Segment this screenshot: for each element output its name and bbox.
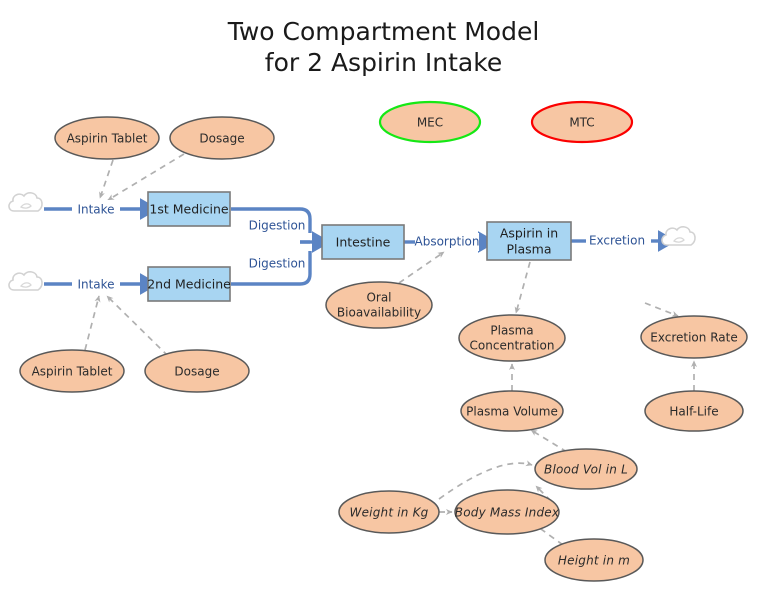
influence-links	[84, 153, 698, 546]
flow-digestion-1	[231, 207, 312, 233]
influence-plasma-to-plasma-concentration	[514, 261, 531, 314]
variable-half-life[interactable]: Half-Life	[644, 390, 744, 432]
flow-label-digestion-2: Digestion	[249, 257, 306, 271]
variable-blood-vol-in-l-label: Blood Vol in L	[544, 463, 628, 477]
influence-dosage-2-to-intake	[106, 295, 169, 357]
stock-intestine-label: Intestine	[336, 235, 391, 250]
source-cloud-1	[8, 192, 43, 212]
flow-label-absorption-text: Absorption	[415, 235, 480, 249]
flow-label-intake-2-text: Intake	[77, 278, 114, 292]
variable-dosage-1[interactable]: Dosage	[169, 116, 275, 160]
page-title: Two Compartment Model for 2 Aspirin Inta…	[0, 16, 767, 78]
variable-aspirin-tablet-2[interactable]: Aspirin Tablet	[19, 349, 125, 393]
variable-height-in-m-label: Height in m	[558, 554, 630, 568]
flow-label-excretion-text: Excretion	[589, 234, 645, 248]
stock-aspirin-in-plasma[interactable]: Aspirin in Plasma	[486, 221, 572, 261]
variable-plasma-concentration[interactable]: Plasma Concentration	[458, 314, 566, 362]
sink-cloud-1	[661, 226, 696, 246]
influence-aspirin-tablet-1-to-intake	[99, 159, 114, 199]
variable-plasma-concentration-line1: Plasma	[490, 324, 533, 338]
variable-blood-vol-in-l[interactable]: Blood Vol in L	[534, 448, 638, 490]
flow-label-intake-1: Intake	[72, 200, 120, 218]
source-cloud-2	[8, 271, 43, 291]
influence-excretion-to-excretion-rate	[644, 302, 679, 317]
variable-oral-bioavailability-line2: Bioavailability	[337, 306, 421, 320]
variable-height-in-m[interactable]: Height in m	[544, 538, 644, 582]
influence-dosage-1-to-intake	[107, 153, 185, 201]
flow-label-intake-1-text: Intake	[77, 203, 114, 217]
variable-dosage-2-label: Dosage	[174, 365, 219, 379]
flow-label-digestion-1: Digestion	[249, 219, 306, 233]
legend-mtc[interactable]: MTC	[530, 100, 634, 144]
variable-aspirin-tablet-1[interactable]: Aspirin Tablet	[54, 116, 160, 160]
stock-aspirin-in-plasma-label-line2: Plasma	[506, 242, 551, 257]
variable-dosage-1-label: Dosage	[199, 132, 244, 146]
influence-aspirin-tablet-2-to-intake	[84, 295, 101, 351]
influence-weight-to-blood-vol	[438, 460, 533, 500]
stock-2nd-medicine-label: 2nd Medicine	[147, 277, 231, 292]
stock-aspirin-in-plasma-label-line1: Aspirin in	[500, 226, 558, 241]
influence-blood-vol-to-plasma-volume	[530, 429, 568, 453]
variable-excretion-rate-label: Excretion Rate	[650, 331, 737, 345]
flow-label-digestion-2-text: Digestion	[249, 257, 306, 271]
flow-label-intake-2: Intake	[72, 275, 120, 293]
legend-mec-label: MEC	[417, 116, 443, 130]
flow-digestion-2	[231, 251, 312, 286]
variable-excretion-rate[interactable]: Excretion Rate	[640, 315, 748, 359]
variable-dosage-2[interactable]: Dosage	[144, 349, 250, 393]
variable-weight-in-kg[interactable]: Weight in Kg	[338, 490, 440, 534]
variable-body-mass-index[interactable]: Body Mass Index	[454, 489, 560, 535]
variable-plasma-concentration-line2: Concentration	[470, 339, 555, 353]
variable-aspirin-tablet-1-label: Aspirin Tablet	[67, 132, 148, 146]
variable-plasma-volume-label: Plasma Volume	[466, 405, 558, 419]
legend-mec[interactable]: MEC	[378, 100, 482, 144]
variable-body-mass-index-label: Body Mass Index	[455, 506, 560, 520]
variable-plasma-volume[interactable]: Plasma Volume	[460, 390, 564, 432]
stock-intestine[interactable]: Intestine	[321, 224, 405, 260]
title-line-2: for 2 Aspirin Intake	[264, 48, 503, 77]
flow-label-absorption: Absorption	[415, 233, 480, 251]
variable-oral-bioavailability[interactable]: Oral Bioavailability	[325, 281, 433, 329]
stock-1st-medicine[interactable]: 1st Medicine	[147, 191, 231, 227]
stock-2nd-medicine[interactable]: 2nd Medicine	[147, 266, 231, 302]
variable-aspirin-tablet-2-label: Aspirin Tablet	[32, 365, 113, 379]
legend-mtc-label: MTC	[569, 116, 594, 130]
stock-1st-medicine-label: 1st Medicine	[149, 202, 228, 217]
flow-label-excretion: Excretion	[586, 232, 648, 250]
variable-weight-in-kg-label: Weight in Kg	[350, 506, 429, 520]
influence-oral-bioavailability-to-absorption	[398, 251, 445, 284]
flow-label-digestion-1-text: Digestion	[249, 219, 306, 233]
variable-oral-bioavailability-line1: Oral	[366, 291, 391, 305]
variable-half-life-label: Half-Life	[669, 405, 718, 419]
influence-height-to-bmi	[533, 523, 564, 546]
title-line-1: Two Compartment Model	[227, 17, 540, 46]
